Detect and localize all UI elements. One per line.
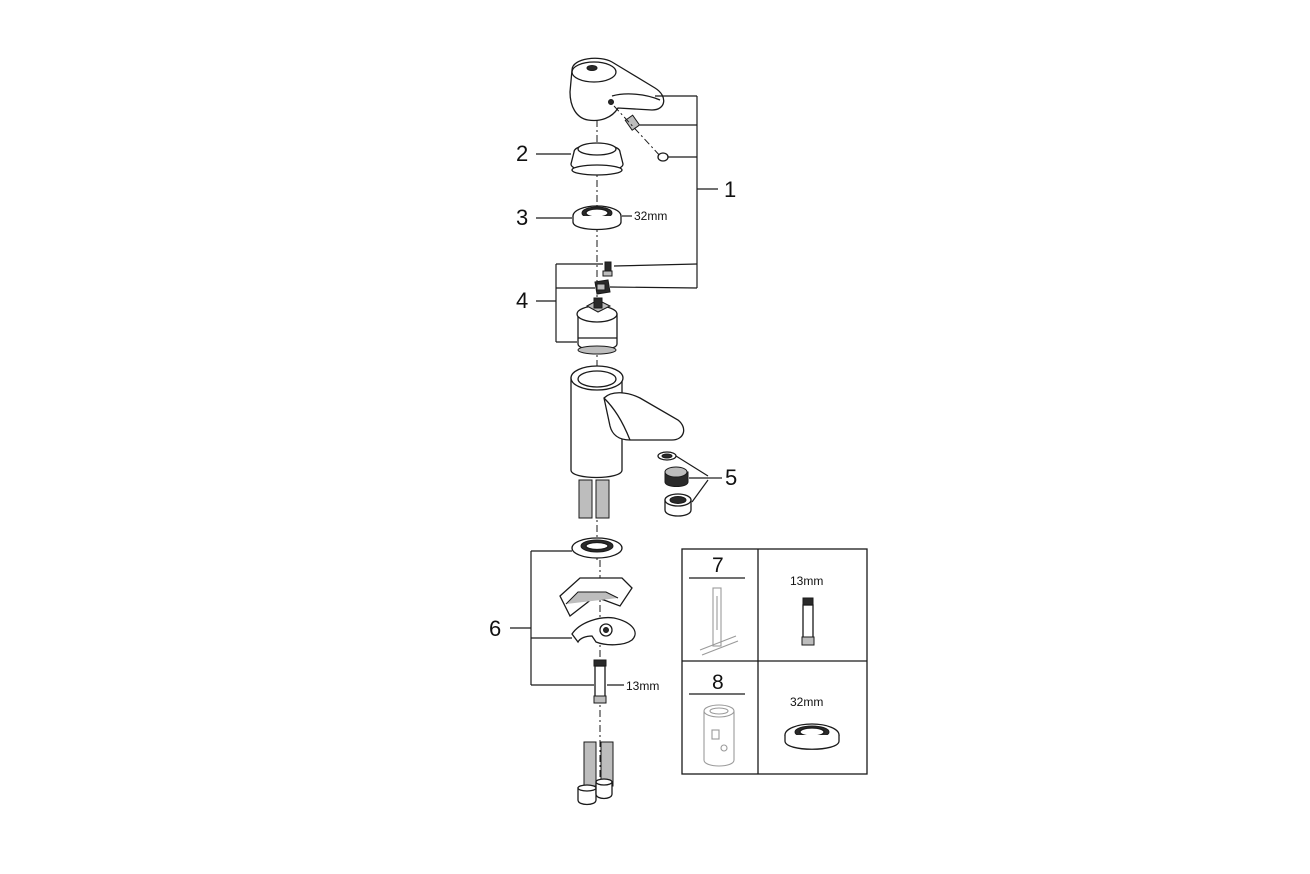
fixing-stud [593,659,607,704]
grub-screw [624,114,641,131]
tool-8-number: 8 [712,671,724,694]
ring-nut-dimension: 32mm [634,209,667,223]
callout-1-bracket [609,95,718,289]
tool-8-socket-wrench [703,704,735,767]
callout-3-label: 3 [516,205,528,230]
callout-5-label: 5 [725,465,737,490]
tool-8-ring-nut [784,723,840,750]
fixing-support-plate [559,577,633,617]
aerator-seal [657,451,677,461]
callout-4-label: 4 [516,288,528,313]
aerator-insert [664,466,689,487]
fixing-dimension: 13mm [626,679,659,693]
spindle-adapter [594,279,611,295]
screw-axis [613,105,663,159]
fixing-gasket [571,537,623,559]
lever-handle [569,57,665,122]
tool-8-size: 32mm [790,695,823,709]
tools-box [681,548,868,775]
callout-2-label: 2 [516,141,528,166]
callout-5-bracket [675,455,722,503]
supply-hoses-upper [578,479,610,519]
mixer-body [570,365,685,479]
aerator-housing [664,493,692,517]
ring-nut [572,205,622,231]
cartridge [576,297,618,355]
tool-7-hex-key [699,587,739,656]
callout-1-label: 1 [724,177,736,202]
callout-6-label: 6 [489,616,501,641]
cover-cap [570,142,624,176]
tool-7-number: 7 [712,554,724,577]
handle-cap [657,152,669,162]
fixing-horseshoe-plate [571,616,636,646]
callout-4-bracket [536,263,603,343]
supply-hoses-lower [577,741,614,806]
tool-7-socket [801,597,815,646]
spindle-screw [602,261,613,277]
callout-6-bracket [510,550,594,686]
tool-7-size: 13mm [790,574,823,588]
